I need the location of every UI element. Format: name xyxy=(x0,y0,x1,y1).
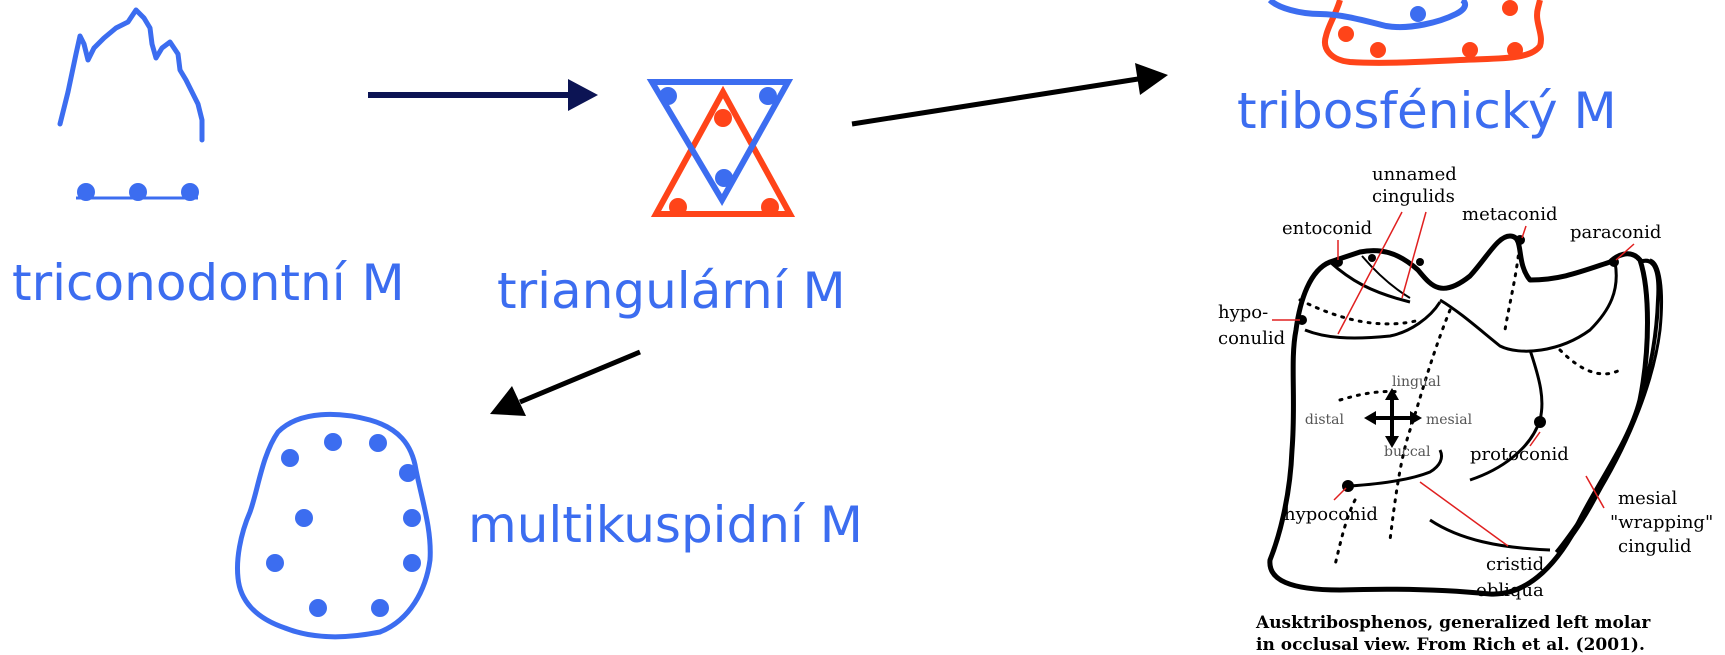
caption-line-2: in occlusal view. From Rich et al. (2001… xyxy=(1256,635,1645,655)
dotted-crest xyxy=(1558,348,1622,376)
protoconid-cusp xyxy=(1534,416,1546,428)
crest-line xyxy=(1429,518,1551,552)
crest-line xyxy=(1361,255,1411,299)
label-cristid-obliqua-1: cristid xyxy=(1486,554,1544,575)
tribosphenic-red-cusp xyxy=(1507,42,1523,58)
multicuspid-cusp xyxy=(281,449,299,467)
leader-lines xyxy=(1272,211,1635,547)
tribosphenic-blue-cusp xyxy=(1410,6,1426,22)
triconodont-molar-group: triconodontní M xyxy=(12,7,405,312)
tribosphenic-red-cusp xyxy=(1502,0,1518,16)
label-entoconid: entoconid xyxy=(1282,218,1372,239)
multicuspid-cusp xyxy=(266,554,284,572)
dotted-crest xyxy=(1503,236,1522,332)
label-lingual: lingual xyxy=(1392,374,1441,390)
crest-line xyxy=(1349,449,1444,488)
multicuspid-cusp xyxy=(371,599,389,617)
label-mesial-wrapping-3: cingulid xyxy=(1618,536,1692,557)
entoconid-cusp xyxy=(1368,254,1376,262)
triconodont-label: triconodontní M xyxy=(12,254,405,312)
label-mesial-wrapping-2: "wrapping" xyxy=(1610,512,1713,533)
triangular-molar-group: triangulární M xyxy=(497,79,846,320)
arrow-to-triangular xyxy=(368,79,598,111)
tribosphenic-label: tribosfénický M xyxy=(1237,82,1617,140)
triangular-red-cusp xyxy=(761,198,779,216)
tribosphenic-red-cusp xyxy=(1338,26,1354,42)
tribosphenic-red-cusp xyxy=(1370,42,1386,58)
hypoconulid-cusp xyxy=(1297,315,1307,325)
triangular-label: triangulární M xyxy=(497,262,846,320)
multicuspid-cusp xyxy=(403,509,421,527)
triconodont-cusp-dot xyxy=(181,183,199,201)
multicuspid-cusp xyxy=(324,433,342,451)
label-hypoconulid-1: hypo- xyxy=(1218,302,1268,323)
entoconid-cusp xyxy=(1416,258,1424,266)
ausktribosphenos-molar-figure: unnamed cingulids entoconid metaconid pa… xyxy=(1218,164,1713,655)
multicuspid-label: multikuspidní M xyxy=(468,496,863,554)
label-paraconid: paraconid xyxy=(1570,222,1661,243)
wrapping-cingulid-curve xyxy=(1558,258,1661,552)
tribosphenic-blue-outline xyxy=(1267,0,1469,31)
wrapping-cingulid-curve xyxy=(1554,258,1664,553)
dotted-crest xyxy=(1388,308,1452,542)
label-hypoconid: hypoconid xyxy=(1284,504,1378,525)
crest-line xyxy=(1439,261,1618,353)
entoconid-cusp xyxy=(1333,257,1343,267)
multicuspid-outline xyxy=(235,412,433,640)
multicuspid-cusp xyxy=(295,509,313,527)
metaconid-cusp xyxy=(1515,235,1525,245)
label-cristid-obliqua-2: obliqua xyxy=(1476,580,1544,601)
triconodont-cusp-dot xyxy=(77,183,95,201)
triconodont-cusp-dot xyxy=(129,183,147,201)
label-mesial-wrapping-1: mesial xyxy=(1618,488,1677,509)
triangular-blue-cusp xyxy=(659,87,677,105)
direction-cross-icon xyxy=(1364,388,1422,448)
label-metaconid: metaconid xyxy=(1462,204,1557,225)
multicuspid-molar-group: multikuspidní M xyxy=(235,412,863,640)
triangular-red-cusp xyxy=(714,109,732,127)
dotted-crest xyxy=(1333,498,1357,567)
label-unnamed-cingulids-2: cingulids xyxy=(1372,186,1455,207)
crest-line xyxy=(1328,260,1411,304)
dotted-crest xyxy=(1298,298,1422,326)
triangular-blue-triangle xyxy=(646,79,794,207)
label-protoconid: protoconid xyxy=(1470,444,1569,465)
triangular-red-cusp xyxy=(669,198,687,216)
tribosphenic-red-outline xyxy=(1322,0,1544,66)
dotted-crest xyxy=(1338,390,1402,402)
label-mesial: mesial xyxy=(1426,412,1473,428)
arrow-to-tribosphenic xyxy=(851,63,1168,127)
label-buccal: buccal xyxy=(1384,444,1431,460)
multicuspid-cusp xyxy=(369,434,387,452)
triangular-red-trigonid xyxy=(650,85,796,217)
crest-line xyxy=(1304,301,1442,340)
label-hypoconulid-2: conulid xyxy=(1218,328,1285,349)
label-distal: distal xyxy=(1305,412,1345,428)
multicuspid-cusp xyxy=(399,464,417,482)
tribosphenic-red-cusp xyxy=(1462,42,1478,58)
label-unnamed-cingulids-1: unnamed xyxy=(1372,164,1457,185)
arrow-to-multicuspid xyxy=(490,349,641,416)
triangular-blue-cusp xyxy=(759,87,777,105)
multicuspid-cusp xyxy=(309,599,327,617)
multicuspid-cusp xyxy=(403,554,421,572)
tribosphenic-molar-group: tribosfénický M xyxy=(1237,0,1617,140)
triangular-blue-cusp xyxy=(715,169,733,187)
caption-line-1: Ausktribosphenos, generalized left molar xyxy=(1255,613,1651,633)
triconodont-crown-outline xyxy=(57,7,205,143)
